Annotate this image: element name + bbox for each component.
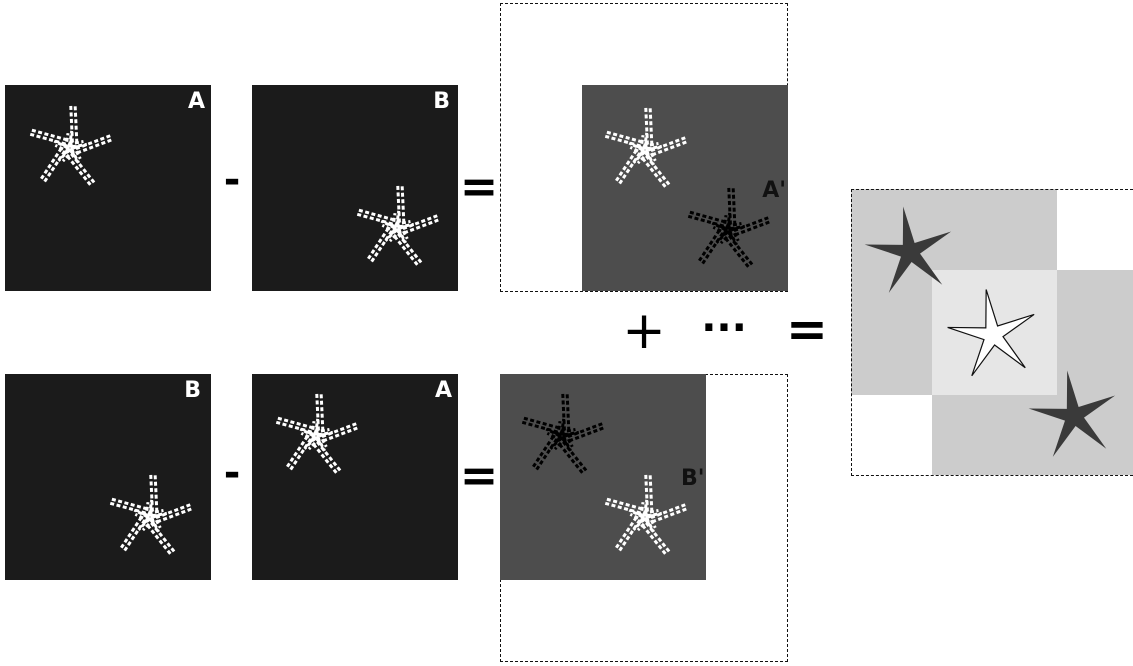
label-b-bottom: B (184, 378, 201, 403)
label-a-top: A (187, 89, 205, 114)
minus-operator-top: - (223, 157, 241, 203)
equals-operator-top: = (459, 159, 499, 213)
difference-image-a-prime: A' (582, 85, 788, 291)
minus-operator-bottom: - (223, 450, 241, 496)
accumulated-canvas (851, 189, 1133, 476)
image-b-bottom: B (5, 374, 211, 580)
image-b-top: B (252, 85, 458, 291)
image-a-top: A (5, 85, 211, 291)
plus-operator: + (622, 301, 666, 361)
label-b-top: B (433, 89, 450, 114)
label-a-bottom: A (434, 378, 452, 403)
equals-operator-bottom: = (459, 448, 499, 502)
label-a-prime: A' (762, 178, 786, 203)
image-a-bottom: A (252, 374, 458, 580)
equals-operator-final: = (786, 300, 828, 358)
label-b-prime: B' (681, 466, 705, 491)
ellipsis-operator: ··· (701, 305, 747, 351)
difference-image-b-prime: B' (500, 374, 706, 580)
